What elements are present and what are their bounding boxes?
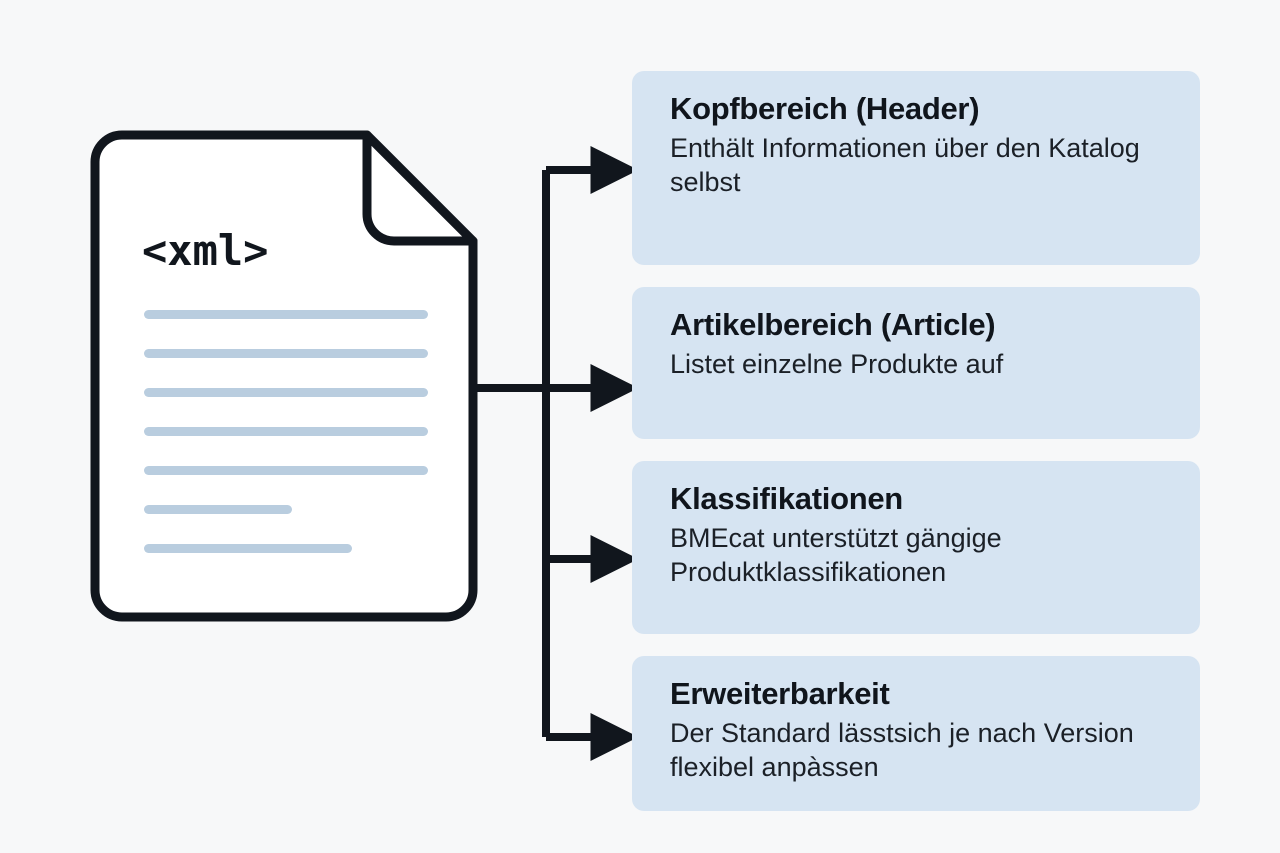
document-content-line [144,388,428,397]
document-content-line [144,544,352,553]
document-content-line [144,427,428,436]
xml-document-illustration: <xml> [86,126,482,626]
document-fold-icon [362,130,478,246]
card-title: Artikelbereich (Article) [670,307,996,342]
card-body: Listet einzelne Produkte auf [670,348,1004,379]
card-body: Enthält Informationen über den Katalog s… [670,132,1140,197]
document-content-line [144,466,428,475]
card-title: Klassifikationen [670,481,903,516]
document-content-line [144,505,292,514]
card-title: Kopfbereich (Header) [670,91,980,126]
card-title: Erweiterbarkeit [670,676,890,711]
document-content-line [144,349,428,358]
document-page-shape [90,130,478,622]
info-card-article[interactable]: Artikelbereich (Article) Listet einzelne… [632,287,1200,439]
document-content-line [144,310,428,319]
card-body: Der Standard lässtsich je nach Version f… [670,717,1134,782]
document-outline-icon [90,130,478,622]
info-card-extensibility[interactable]: Erweiterbarkeit Der Standard lässtsich j… [632,656,1200,811]
info-card-header[interactable]: Kopfbereich (Header) Enthält Information… [632,71,1200,265]
info-card-classifications[interactable]: Klassifikationen BMEcat unterstützt gäng… [632,461,1200,634]
info-card-list: Kopfbereich (Header) Enthält Information… [632,71,1200,833]
xml-tag-label: <xml> [142,226,269,275]
card-body: BMEcat unterstützt gängige Produktklassi… [670,522,1002,587]
